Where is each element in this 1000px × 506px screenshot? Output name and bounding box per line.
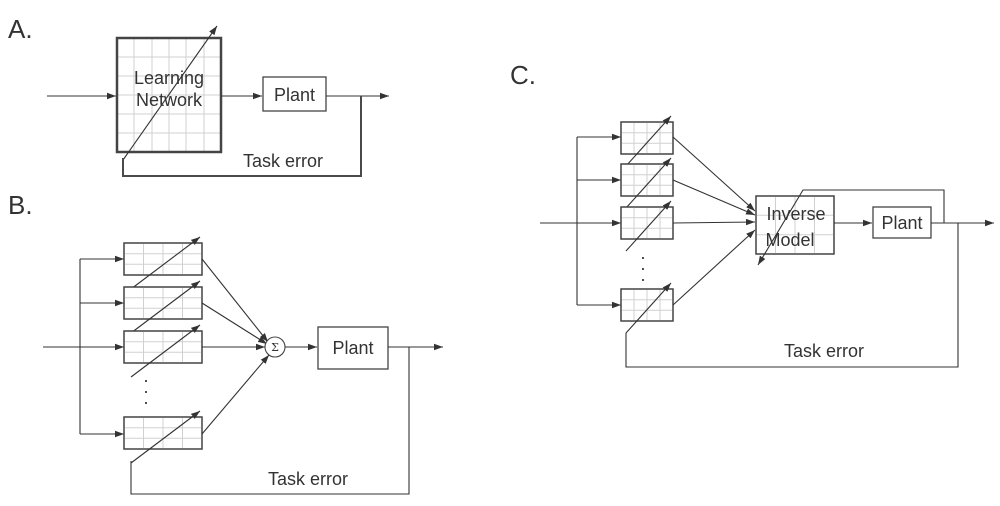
adaptive-arrow [130, 280, 201, 334]
adaptive-arrow [625, 115, 672, 167]
panel-b-label: B. [8, 190, 33, 220]
inverse-model-box: Inverse Model [755, 195, 835, 255]
ellipsis-dot: · [143, 392, 149, 412]
plant-label-c: Plant [881, 213, 922, 233]
learning-module-b [123, 324, 203, 378]
sigma-symbol: Σ [271, 341, 279, 354]
task-error-label-a: Task error [243, 151, 323, 171]
inverse-model-label-line2: Model [765, 230, 814, 250]
plant-box-b: Plant [317, 326, 389, 370]
panel-b: B. [8, 190, 443, 495]
adaptive-arrow [130, 410, 201, 464]
learning-network-grid [117, 38, 221, 152]
module-to-inverse-model-arrow [672, 179, 756, 216]
module-to-sum-arrow [201, 302, 268, 345]
ellipsis-dot: · [143, 381, 149, 401]
adaptive-arrow [130, 324, 201, 378]
plant-label-b: Plant [332, 338, 373, 358]
summation-node: Σ [264, 336, 286, 358]
panel-a: A. Learning Network Pl [8, 14, 389, 177]
ellipsis-dot: · [640, 258, 646, 278]
ellipsis-dot: · [143, 370, 149, 390]
adaptive-arrow [625, 157, 672, 209]
module-to-inverse-model-arrow [672, 136, 756, 212]
module-to-inverse-model-arrow [672, 218, 756, 226]
plant-box-a: Plant [262, 76, 327, 112]
ellipsis-dot: · [640, 247, 646, 267]
task-error-feedback-line-b [130, 347, 410, 495]
learning-module-b [123, 410, 203, 464]
plant-box-c: Plant [872, 206, 932, 239]
plant-label-a: Plant [274, 85, 315, 105]
task-error-label-c: Task error [784, 341, 864, 361]
panel-c-label: C. [510, 60, 536, 90]
learning-module-b [123, 236, 203, 290]
learning-network-label-line1: Learning [134, 68, 204, 88]
learning-module-c [620, 200, 674, 252]
adaptive-arrow [130, 236, 201, 290]
module-to-inverse-model-arrow [672, 229, 756, 306]
learning-module-c [620, 157, 674, 209]
adaptive-arrow [122, 25, 218, 161]
learning-module-c [620, 282, 674, 334]
inverse-model-label-line1: Inverse [766, 204, 825, 224]
task-error-feedback-line-c [625, 223, 959, 368]
learning-module-c [620, 115, 674, 167]
module-to-sum-arrow [201, 258, 269, 343]
task-error-label-b: Task error [268, 469, 348, 489]
learning-module-b [123, 280, 203, 334]
panel-a-label: A. [8, 14, 33, 44]
panel-c: C. [510, 60, 994, 368]
adaptive-arrow [625, 282, 672, 334]
adaptive-arrow [625, 200, 672, 252]
module-to-sum-arrow [201, 354, 270, 435]
inverse-model-adaptation-arrow [757, 189, 945, 266]
learning-network-label-line2: Network [136, 90, 203, 110]
ellipsis-dot: · [640, 269, 646, 289]
task-error-feedback-line-a [122, 96, 362, 177]
